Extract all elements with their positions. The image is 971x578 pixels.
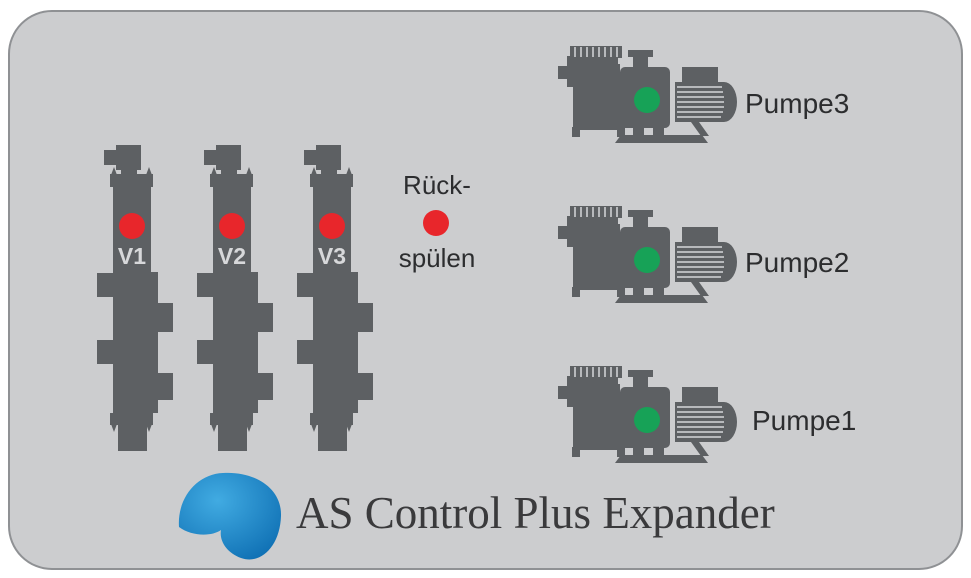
pump-pumpe1-status-led: [634, 407, 660, 433]
valve-v3-icon[interactable]: V3: [295, 143, 375, 453]
valve-body: [197, 145, 273, 451]
valve-v1-status-led: [119, 213, 145, 239]
pump-pumpe2-label: Pumpe2: [745, 247, 850, 278]
water-wave-logo-icon: [178, 472, 282, 560]
valve-v1-label: V1: [118, 243, 146, 269]
valve-v3-label: V3: [318, 243, 346, 269]
valve-v1-icon[interactable]: V1: [95, 143, 175, 453]
valve-v2-label: V2: [218, 243, 246, 269]
backwash-label-line2: spülen: [398, 243, 476, 273]
valve-body: [97, 145, 173, 451]
pump-pumpe2-icon[interactable]: [558, 203, 740, 308]
pump-pumpe1-label: Pumpe1: [752, 405, 857, 436]
device-panel: [8, 10, 963, 570]
backwash-label-line1: Rück-: [403, 170, 471, 200]
pump-pumpe3-label: Pumpe3: [745, 88, 850, 119]
backwash-status-led[interactable]: [423, 210, 449, 236]
pump-pumpe3-icon[interactable]: [558, 43, 740, 148]
valve-v2-icon[interactable]: V2: [195, 143, 275, 453]
valve-body: [297, 145, 373, 451]
pump-pumpe2-status-led: [634, 247, 660, 273]
footer-title: AS Control Plus Expander: [296, 488, 775, 538]
pump-pumpe1-icon[interactable]: [558, 363, 740, 468]
valve-v2-status-led: [219, 213, 245, 239]
pump-pumpe3-status-led: [634, 87, 660, 113]
valve-v3-status-led: [319, 213, 345, 239]
